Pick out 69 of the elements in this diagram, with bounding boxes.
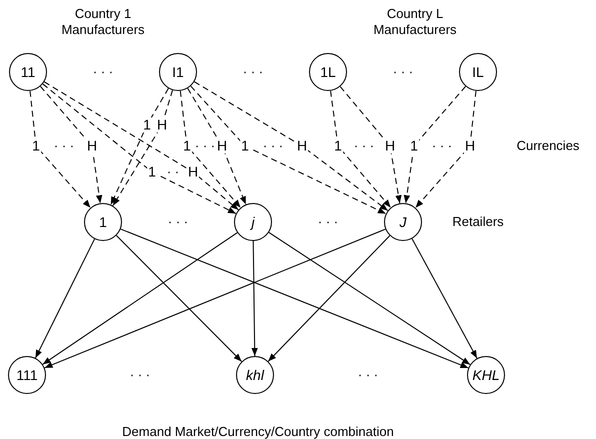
dashed-arrow (404, 86, 466, 204)
arrow (251, 240, 258, 356)
group-heading: Country 1 Manufacturers (60, 6, 146, 38)
text-label: · · · (54, 138, 74, 154)
edge-label: H (86, 138, 98, 154)
node-label: 1L (320, 64, 336, 80)
arrow (268, 232, 471, 366)
text-label: · · · (392, 64, 414, 80)
edge-label: H (186, 164, 200, 180)
edge-label: H (384, 138, 396, 154)
edge-label: 1 (147, 164, 157, 180)
arrow (412, 238, 478, 359)
node-circle (8, 356, 46, 394)
text-label: · · · (262, 138, 284, 154)
text-label: · · · (92, 64, 114, 80)
arrow (34, 238, 96, 358)
text-label: · · · (354, 138, 374, 154)
edge-label: H (216, 138, 228, 154)
node-label: 111 (16, 367, 38, 383)
arrow (268, 235, 390, 362)
text-label: Retailers (452, 214, 504, 230)
dashed-arrow (30, 90, 91, 208)
node-circle (234, 203, 272, 241)
node-label: khl (246, 367, 264, 383)
node-circle (9, 53, 47, 91)
group-heading: Country L Manufacturers (372, 6, 458, 38)
edge-label: H (464, 138, 476, 154)
edge-label: 1 (31, 138, 41, 154)
text-label: · · · (194, 138, 216, 154)
edge-label: H (156, 118, 168, 132)
dashed-arrow (415, 90, 476, 208)
edge-label: 1 (240, 138, 250, 154)
text-label: Currencies (516, 138, 580, 154)
dashed-arrow (180, 90, 242, 208)
node-circle (84, 203, 122, 241)
node-label: j (251, 214, 255, 230)
arrow (120, 228, 469, 368)
node-label: 11 (20, 64, 36, 80)
arrow (44, 228, 386, 368)
edge-label: 1 (182, 138, 192, 154)
group-heading: Demand Market/Currency/Country combination (122, 424, 394, 439)
dashed-arrow (340, 86, 402, 204)
edge-label: 1 (409, 138, 419, 154)
node-circle (309, 53, 347, 91)
text-label: · · · (242, 64, 264, 80)
text-label: · · · (318, 214, 338, 230)
edge-label: 1 (142, 118, 152, 132)
text-label: · · · (432, 138, 452, 154)
node-label: KHL (472, 367, 500, 383)
text-label: · · (166, 164, 180, 180)
node-circle (159, 53, 197, 91)
node-circle (236, 356, 274, 394)
node-label: IL (472, 64, 484, 80)
text-label: · · · (168, 214, 188, 230)
text-label: · · · (130, 367, 150, 383)
node-label: 1 (99, 214, 107, 230)
arrow (42, 232, 238, 365)
node-label: I1 (172, 64, 184, 80)
edge-label: 1 (333, 138, 343, 154)
node-circle (467, 356, 505, 394)
node-circle (384, 203, 422, 241)
arrow (116, 234, 242, 362)
dashed-arrow (187, 88, 246, 205)
dashed-arrow (40, 86, 102, 204)
node-circle (459, 53, 497, 91)
edge-label: H (296, 138, 308, 154)
text-label: · · · (358, 367, 378, 383)
dashed-arrow (330, 90, 392, 208)
node-label: J (400, 214, 406, 230)
